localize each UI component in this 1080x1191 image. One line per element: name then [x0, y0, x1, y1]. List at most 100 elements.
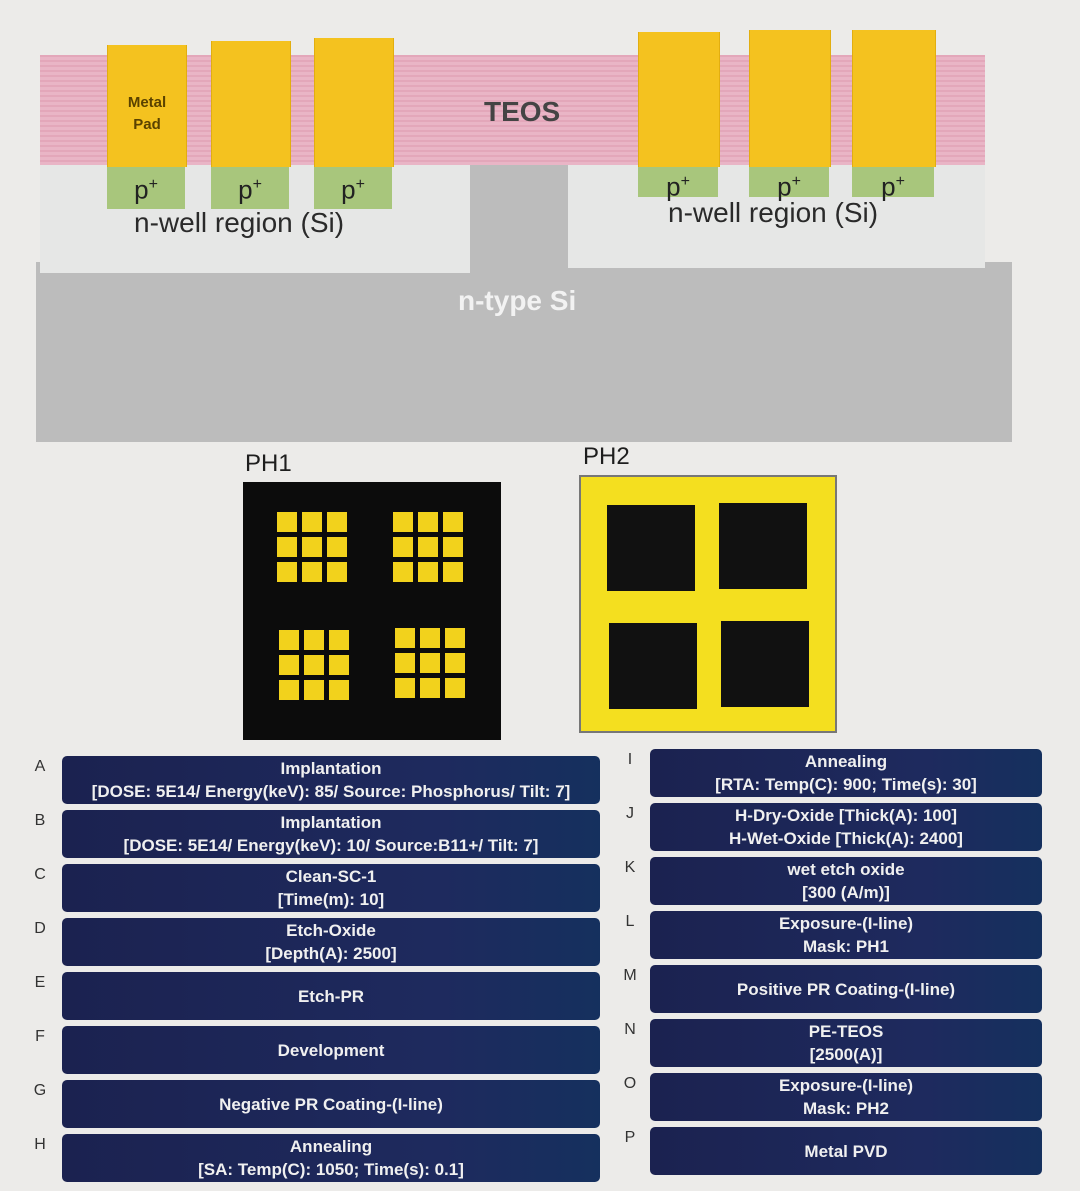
step-letter: B: [34, 812, 46, 829]
mask-opening: [302, 562, 322, 582]
isolation-gap: [470, 165, 568, 265]
step-params: Mask: PH1: [803, 937, 889, 956]
mask-opening: [395, 653, 415, 673]
step-title: Implantation: [280, 759, 382, 778]
p-plus-region: p+: [211, 167, 289, 209]
step-params: [300 (A/m)]: [802, 883, 890, 902]
mask-opening: [418, 512, 438, 532]
step-title: Annealing: [289, 1137, 373, 1156]
mask-opening: [302, 512, 322, 532]
step-letter: I: [627, 751, 633, 768]
step-title: Exposure-(I-line): [778, 1076, 914, 1095]
mask-opening: [445, 628, 465, 648]
mask-opening: [302, 537, 322, 557]
metal-pad: [314, 38, 394, 167]
mask-opening: [420, 678, 440, 698]
mask-opening: [277, 512, 297, 532]
p-plus-region: p+: [314, 167, 392, 209]
mask-window: [721, 621, 809, 707]
ph2-mask: [579, 475, 837, 733]
p-plus-region: p+: [852, 167, 934, 202]
ph1-mask: [243, 482, 501, 740]
mask-opening: [445, 678, 465, 698]
mask-opening: [443, 562, 463, 582]
mask-opening: [327, 512, 347, 532]
step-title: Negative PR Coating-(I-line): [219, 1094, 443, 1114]
step-params: [Depth(A): 2500]: [265, 944, 397, 963]
mask-opening: [393, 512, 413, 532]
step-title: Etch-PR: [297, 986, 365, 1006]
step-title: wet etch oxide: [787, 860, 905, 879]
mask-opening: [418, 562, 438, 582]
process-step-a: Implantation [DOSE: 5E14/ Energy(keV): 85…: [62, 756, 600, 804]
step-params: [RTA: Temp(C): 900; Time(s): 30]: [715, 775, 977, 794]
metal-pad: [107, 45, 187, 167]
step-title: H-Dry-Oxide [Thick(A): 100]: [735, 806, 957, 825]
step-params: [DOSE: 5E14/ Energy(keV): 85/ Source: Ph…: [91, 782, 571, 801]
step-params: [Time(m): 10]: [277, 890, 385, 909]
process-step-b: Implantation [DOSE: 5E14/ Energy(keV): 10…: [62, 810, 600, 858]
ph2-title: PH2: [583, 443, 630, 470]
process-step-p: Metal PVD: [650, 1127, 1042, 1175]
mask-window: [609, 623, 697, 709]
process-step-i: Annealing [RTA: Temp(C): 900; Time(s): 30…: [650, 749, 1042, 797]
mask-opening: [327, 537, 347, 557]
metal-pad: [638, 32, 720, 167]
step-letter: C: [34, 866, 46, 883]
mask-opening: [304, 630, 324, 650]
n-well-left-label: n-well region (Si): [134, 207, 345, 238]
mask-opening: [418, 537, 438, 557]
step-params: H-Wet-Oxide [Thick(A): 2400]: [729, 829, 963, 848]
teos-label: TEOS: [484, 96, 561, 127]
process-step-j: H-Dry-Oxide [Thick(A): 100] H-Wet-Oxide […: [650, 803, 1042, 851]
step-params: [2500(A)]: [809, 1045, 883, 1064]
process-step-f: Development: [62, 1026, 600, 1074]
mask-opening: [395, 628, 415, 648]
mask-opening: [420, 653, 440, 673]
process-step-g: Negative PR Coating-(I-line): [62, 1080, 600, 1128]
step-letter: K: [624, 859, 636, 876]
mask-opening: [279, 680, 299, 700]
step-letter: P: [624, 1129, 636, 1146]
process-step-o: Exposure-(I-line) Mask: PH2: [650, 1073, 1042, 1121]
mask-opening: [277, 537, 297, 557]
mask-opening: [393, 537, 413, 557]
n-type-si-label: n-type Si: [458, 285, 577, 316]
step-letter: J: [626, 805, 634, 822]
step-letter: A: [34, 758, 46, 775]
step-letter: H: [34, 1136, 46, 1153]
process-step-e: Etch-PR: [62, 972, 600, 1020]
step-params: [SA: Temp(C): 1050; Time(s): 0.1]: [198, 1160, 464, 1179]
n-type-substrate: [36, 262, 1012, 442]
p-plus-region: p+: [638, 167, 718, 202]
step-letter: F: [35, 1028, 45, 1045]
step-title: Positive PR Coating-(I-line): [736, 979, 956, 999]
step-title: Metal PVD: [804, 1141, 888, 1161]
step-title: Implantation: [280, 813, 382, 832]
mask-opening: [445, 653, 465, 673]
process-step-l: Exposure-(I-line) Mask: PH1: [650, 911, 1042, 959]
step-params: Mask: PH2: [803, 1099, 889, 1118]
metal-pad: [749, 30, 831, 167]
process-step-d: Etch-Oxide [Depth(A): 2500]: [62, 918, 600, 966]
step-title: Clean-SC-1: [285, 867, 377, 886]
mask-opening: [329, 655, 349, 675]
process-step-c: Clean-SC-1 [Time(m): 10]: [62, 864, 600, 912]
step-params: [DOSE: 5E14/ Energy(keV): 10/ Source:B11…: [123, 836, 539, 855]
process-step-h: Annealing [SA: Temp(C): 1050; Time(s): 0.…: [62, 1134, 600, 1182]
mask-opening: [420, 628, 440, 648]
step-title: Etch-Oxide: [286, 921, 376, 940]
step-title: PE-TEOS: [808, 1022, 884, 1041]
mask-opening: [443, 537, 463, 557]
step-letter: N: [624, 1021, 636, 1038]
metal-pad-label-line1: Metal: [127, 94, 167, 111]
metal-pad-label: Metal Pad: [108, 92, 186, 136]
step-title: Exposure-(I-line): [778, 914, 914, 933]
step-letter: D: [34, 920, 46, 937]
metal-pad-label-line2: Pad: [133, 116, 161, 133]
mask-opening: [279, 655, 299, 675]
mask-opening: [329, 680, 349, 700]
process-step-k: wet etch oxide [300 (A/m)]: [650, 857, 1042, 905]
mask-opening: [304, 655, 324, 675]
step-title: Annealing: [804, 752, 888, 771]
